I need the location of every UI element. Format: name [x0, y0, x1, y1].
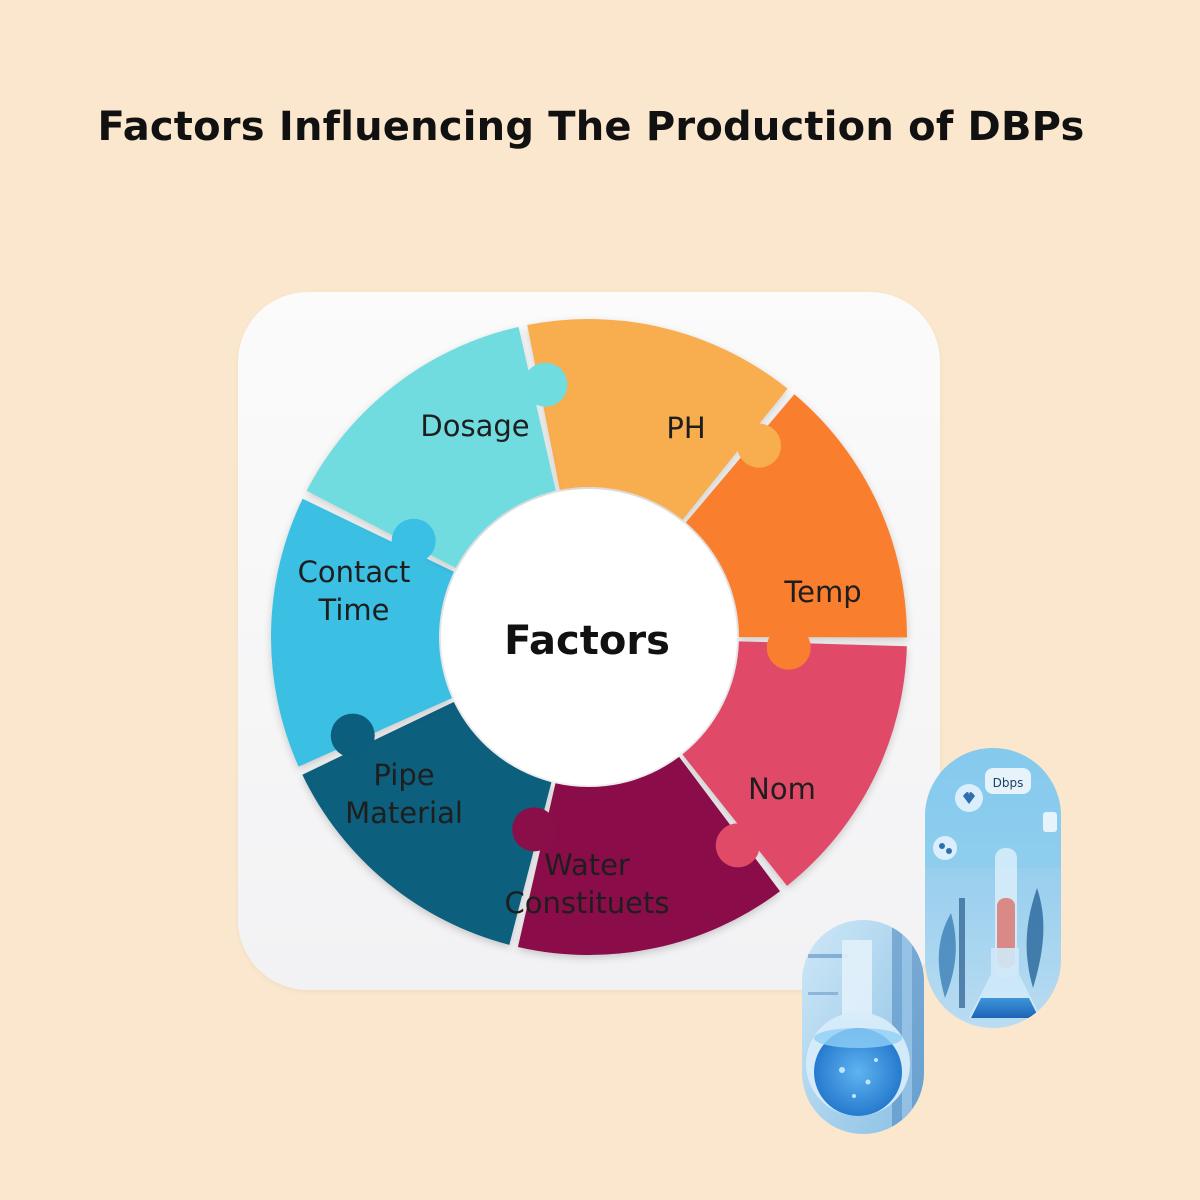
segment-water-constituets — [302, 701, 552, 945]
segment-contact-time — [306, 326, 556, 569]
dbps-badge — [985, 768, 1031, 794]
segment-label-line: Temp — [783, 575, 861, 609]
segment-nom — [517, 756, 780, 955]
segment-label-line: Pipe — [373, 758, 434, 792]
puzzle-knob-ph — [766, 625, 811, 670]
puzzle-knob-contact-time — [523, 362, 568, 407]
segment-dosage — [527, 319, 788, 520]
segment-label-line: Material — [345, 796, 463, 830]
lab-illustration-tall-art: Dbps — [925, 748, 1061, 1028]
puzzle-knob-temp — [715, 823, 760, 868]
puzzle-knob-water-constituets — [330, 713, 375, 758]
segments-layer — [270, 319, 907, 955]
segment-label-dosage: Dosage — [420, 409, 529, 443]
segment-label-line: Water — [544, 848, 630, 882]
puzzle-knob-dosage — [737, 423, 782, 468]
dbps-badge-label: Dbps — [993, 776, 1024, 790]
segment-label-line: Nom — [748, 772, 816, 806]
segment-label-line: Contact — [298, 555, 411, 589]
segment-label-temp: Temp — [783, 575, 861, 609]
segment-label-line: Dosage — [420, 409, 529, 443]
segment-label-line: Time — [318, 593, 390, 627]
segment-label-line: Constituets — [505, 886, 670, 920]
center-label: Factors — [504, 618, 670, 664]
lab-illustration-tall: Dbps — [925, 748, 1061, 1028]
puzzle-knob-nom — [512, 807, 557, 852]
segment-ph — [685, 394, 907, 638]
center-hub — [441, 489, 737, 785]
lab-illustration-short-art — [802, 920, 924, 1134]
segment-label-ph: PH — [666, 411, 705, 445]
segment-label-nom: Nom — [748, 772, 816, 806]
lab-illustration-short — [802, 920, 924, 1134]
puzzle-knobs — [330, 362, 811, 868]
segment-pipe-material — [270, 498, 454, 767]
page-title: Factors Influencing The Production of DB… — [97, 104, 1085, 150]
molecule-icon — [933, 836, 957, 860]
puzzle-knob-pipe-material — [391, 518, 436, 563]
segment-label-line: PH — [666, 411, 705, 445]
